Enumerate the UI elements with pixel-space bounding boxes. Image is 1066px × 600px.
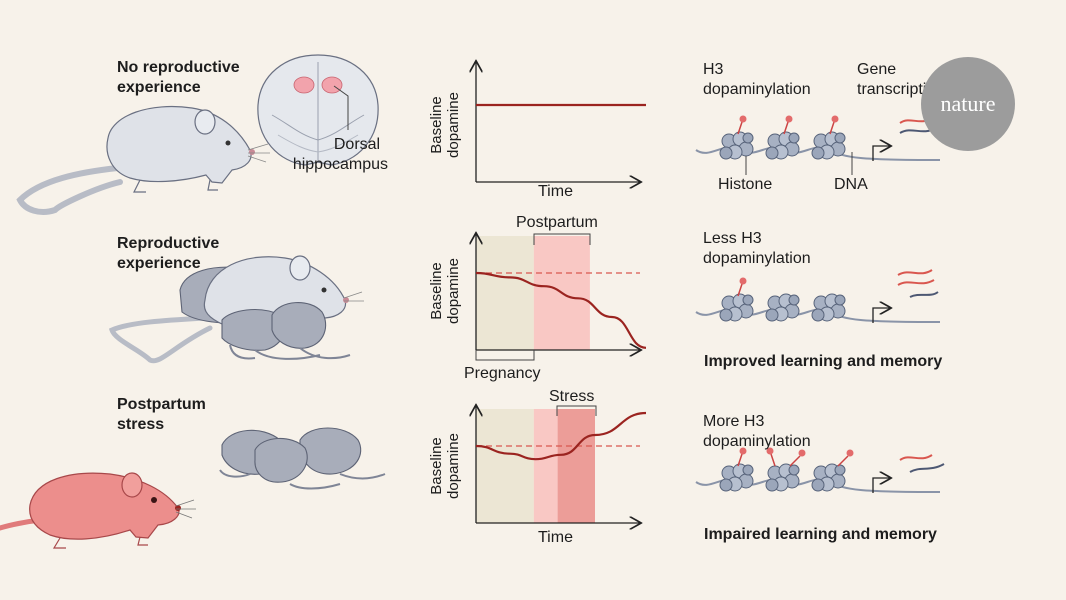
chart-2 — [475, 234, 647, 361]
chart-3-ylabel-line2: dopamine — [445, 433, 462, 499]
row-2-title: Reproductive experience — [117, 234, 219, 274]
chart-1-ylabel-line2: dopamine — [445, 92, 462, 158]
chart-3 — [475, 406, 647, 523]
chart-3-stress-band — [557, 409, 595, 523]
stress-label: Stress — [549, 388, 595, 405]
pups-icon — [219, 427, 386, 490]
chromatin-1-label: H3 dopaminylation — [703, 60, 811, 100]
chromatin-2-label: Less H3 dopaminylation — [703, 229, 811, 269]
row-3-title: Postpartum stress — [117, 395, 206, 435]
chromatin-1-label-line2: dopaminylation — [703, 81, 811, 98]
row-1-title-line1: No reproductive — [117, 59, 240, 76]
chromatin-3-label-line1: More H3 — [703, 413, 765, 430]
brain-section-icon — [257, 54, 379, 166]
chart-1 — [476, 62, 646, 182]
brain-label-line1: Dorsal — [333, 136, 381, 153]
chromatin-3-label: More H3 dopaminylation — [703, 412, 811, 452]
histone-icon — [719, 293, 754, 322]
mouse-stressed-icon — [0, 472, 196, 549]
histone-icon — [811, 131, 846, 160]
chart-2-ylabel-line2: dopamine — [445, 258, 462, 324]
chart-1-ylabel: Baseline dopamine — [428, 75, 462, 175]
chart-1-xlabel: Time — [538, 183, 573, 200]
row-2-title-line1: Reproductive — [117, 235, 220, 252]
chart-1-ylabel-line1: Baseline — [428, 96, 445, 154]
histone-icon — [811, 293, 846, 322]
row-3-title-line1: Postpartum — [117, 396, 206, 413]
histone-label: Histone — [718, 176, 773, 193]
chromatin-2-label-line1: Less H3 — [703, 230, 762, 247]
histone-icon — [765, 463, 800, 492]
histone-icon — [765, 293, 800, 322]
outcome-improved: Improved learning and memory — [704, 353, 943, 370]
chart-3-ylabel-line1: Baseline — [428, 437, 445, 495]
brain-label-line2: hippocampus — [292, 156, 388, 173]
chart-3-series-line — [475, 411, 647, 461]
chromatin-row-1 — [695, 115, 941, 175]
histone-icon — [765, 131, 800, 160]
mouse-no-experience-icon — [16, 105, 270, 215]
chart-3-pre-band — [476, 409, 534, 523]
outcome-impaired: Impaired learning and memory — [704, 526, 937, 543]
postpartum-label: Postpartum — [516, 214, 598, 231]
mouse-reproductive-icon — [108, 255, 364, 364]
chart-2-series-line — [475, 271, 647, 349]
histone-icon — [811, 463, 846, 492]
nature-logo: nature — [921, 57, 1015, 151]
chromatin-2-label-line2: dopaminylation — [703, 250, 811, 267]
dna-label: DNA — [834, 176, 868, 193]
chromatin-1-label-line1: H3 — [703, 61, 724, 78]
histone-icon — [719, 463, 754, 492]
row-3-title-line2: stress — [117, 416, 165, 433]
pregnancy-label: Pregnancy — [464, 365, 541, 382]
chromatin-row-2 — [695, 269, 941, 323]
gene-label-line1: Gene — [857, 61, 897, 78]
chart-2-pregnancy-band — [476, 236, 534, 350]
chart-3-ylabel: Baseline dopamine — [428, 416, 462, 516]
chart-3-postpartum-band — [533, 409, 558, 523]
histone-icon — [719, 131, 754, 160]
row-2-title-line2: experience — [117, 255, 201, 272]
chart-2-ylabel: Baseline dopamine — [428, 241, 462, 341]
chart-3-xlabel: Time — [538, 529, 573, 546]
chromatin-3-label-line2: dopaminylation — [703, 433, 811, 450]
brain-label: Dorsal — [319, 135, 395, 155]
chromatin-row-3 — [695, 447, 945, 493]
row-1-title-line2: experience — [117, 79, 201, 96]
chart-2-ylabel-line1: Baseline — [428, 262, 445, 320]
row-1-title: No reproductive experience — [117, 58, 240, 98]
brain-label-2: hippocampus — [278, 155, 388, 175]
